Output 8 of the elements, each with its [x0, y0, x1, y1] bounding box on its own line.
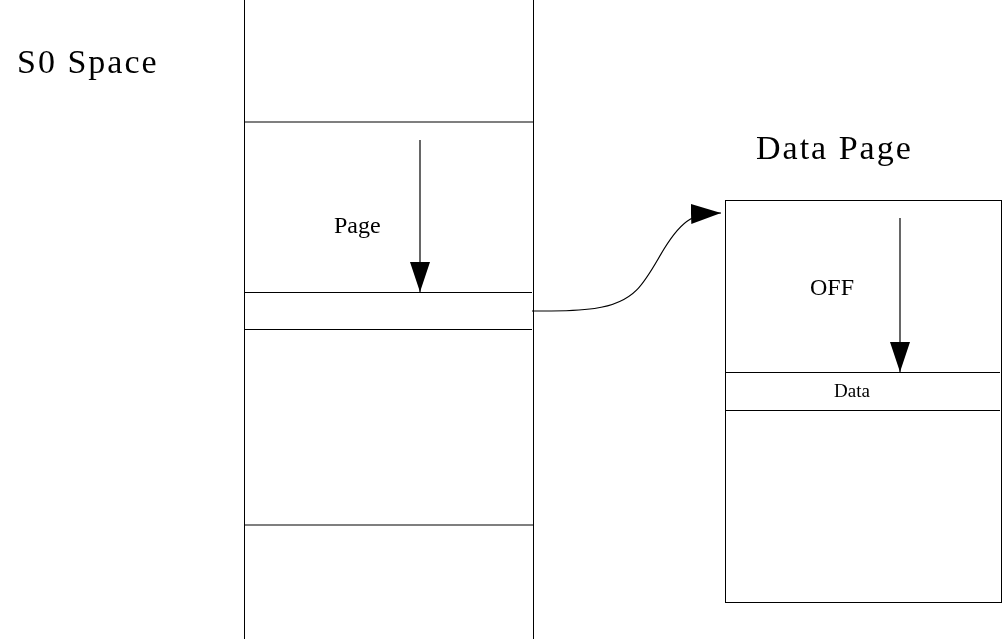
data-row	[726, 372, 1000, 411]
arrow	[531, 203, 722, 312]
arrow	[890, 217, 910, 373]
row-label: Data	[834, 380, 870, 402]
heading: Data Page	[756, 129, 913, 167]
heading: S0 Space	[17, 43, 159, 81]
arrow	[410, 139, 430, 293]
page-table-entry	[245, 292, 532, 330]
